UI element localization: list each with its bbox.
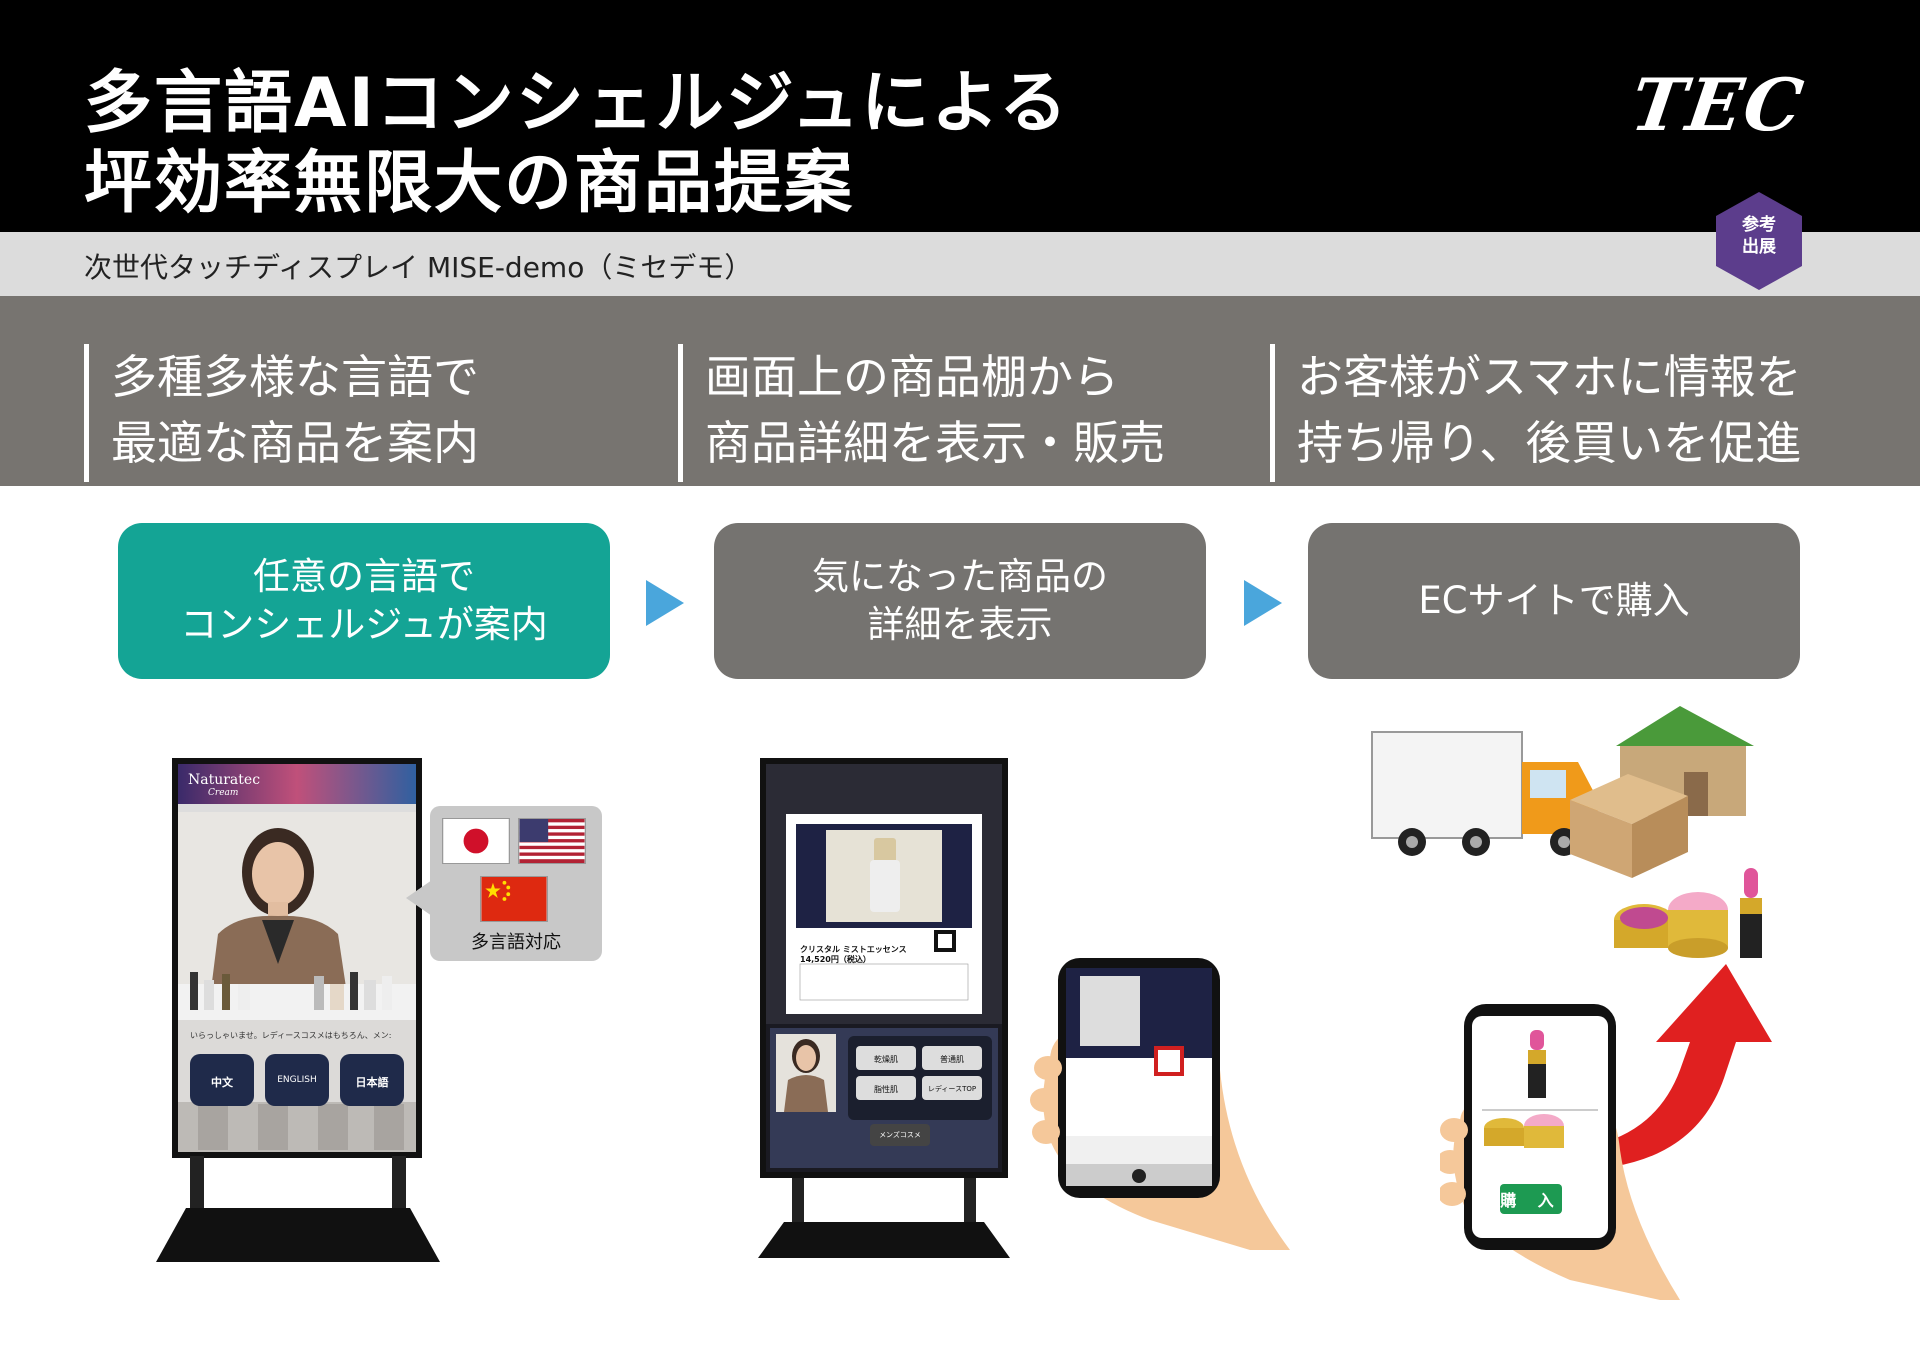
hand-holding-phone-illustration (1440, 1004, 1680, 1300)
lang-button-chinese[interactable]: 中文 (211, 1076, 233, 1089)
mens-cosmetics-button[interactable]: メンズコスメ (879, 1131, 921, 1139)
greeting-text: いらっしゃいませ。レディースコスメはもちろん、メン: (190, 1031, 392, 1040)
cosmetics-illustration (1614, 868, 1762, 958)
step-1-line-1: 任意の言語で (252, 555, 475, 598)
arrow-right-icon (646, 580, 684, 626)
title-line-2: 坪効率無限大の商品提案 (84, 144, 855, 223)
page-title: 多言語AIコンシェルジュによる 坪効率無限大の商品提案 (84, 64, 1069, 224)
feature-3: お客様がスマホに情報を 持ち帰り、後買いを促進 (1270, 344, 1802, 482)
step-2-line-2: 詳細を表示 (867, 603, 1053, 646)
red-curved-arrow-icon (1548, 964, 1772, 1170)
feature-3-line-1: お客様がスマホに情報を (1297, 350, 1802, 404)
category-oily-skin[interactable]: 脂性肌 (874, 1085, 898, 1094)
hexagon-icon (1716, 192, 1802, 290)
feature-2: 画面上の商品棚から 商品詳細を表示・販売 (678, 344, 1165, 482)
lang-button-english[interactable]: ENGLISH (277, 1075, 317, 1085)
usa-flag-icon (518, 818, 586, 864)
category-dry-skin[interactable]: 乾燥肌 (874, 1055, 898, 1064)
lang-button-japanese[interactable]: 日本語 (355, 1076, 389, 1089)
title-line-1: 多言語AIコンシェルジュによる (84, 64, 1070, 143)
step-3-line-1: ECサイトで購入 (1418, 579, 1690, 622)
product-name: クリスタル ミストエッセンス (800, 945, 907, 954)
china-flag-icon (480, 876, 548, 922)
badge-line-1: 参考 (1742, 215, 1776, 235)
feature-row: 多種多様な言語で 最適な商品を案内 画面上の商品棚から 商品詳細を表示・販売 お… (0, 296, 1920, 486)
subtitle: 次世代タッチディスプレイ MISE-demo（ミセデモ） (84, 251, 753, 284)
delivery-illustration (1371, 706, 1754, 878)
kiosk-stand (156, 1156, 440, 1262)
header-banner: 多言語AIコンシェルジュによる 坪効率無限大の商品提案 TEC (0, 0, 1920, 232)
hand-holding-phone-illustration (1030, 958, 1290, 1250)
product-detail-screen (766, 764, 1002, 1172)
brand-name: Naturatec (188, 772, 261, 788)
step-1-box: 任意の言語で コンシェルジュが案内 (118, 523, 610, 679)
bubble-tail (406, 880, 432, 916)
kiosk-screen: Naturatec Cream いらっしゃいませ。レディースコスメはもちろん、メ… (172, 758, 422, 1158)
subtitle-bar: 次世代タッチディスプレイ MISE-demo（ミセデモ） (0, 232, 1920, 296)
step-2-line-1: 気になった商品の (812, 555, 1108, 598)
category-ladies-top[interactable]: レディースTOP (927, 1085, 977, 1093)
product-price: 14,520円（税込） (800, 955, 871, 964)
multilingual-label: 多言語対応 (471, 932, 561, 953)
feature-1-line-2: 最適な商品を案内 (111, 416, 479, 470)
step-3-box: ECサイトで購入 (1308, 523, 1800, 679)
feature-1: 多種多様な言語で 最適な商品を案内 (84, 344, 479, 482)
buy-button[interactable]: 購 入 (1500, 1184, 1562, 1214)
concierge-screen-illustration (178, 764, 416, 1152)
kiosk-stand (758, 1178, 1010, 1258)
feature-2-line-1: 画面上の商品棚から (705, 350, 1119, 404)
feature-1-line-1: 多種多様な言語で (111, 350, 479, 404)
feature-3-line-2: 持ち帰り、後買いを促進 (1297, 416, 1802, 470)
step-1-line-2: コンシェルジュが案内 (180, 603, 548, 646)
tec-logo: TEC (1626, 62, 1810, 147)
kiosk-display-product-detail: クリスタル ミストエッセンス 14,520円（税込） 乾燥肌 普通肌 脂性肌 レ… (760, 758, 1008, 1178)
step-2-box: 気になった商品の 詳細を表示 (714, 523, 1206, 679)
category-normal-skin[interactable]: 普通肌 (940, 1055, 964, 1064)
brand-sub: Cream (208, 788, 239, 798)
badge-line-2: 出展 (1742, 237, 1776, 257)
kiosk-display-multilingual: Naturatec Cream いらっしゃいませ。レディースコスメはもちろん、メ… (156, 758, 440, 1268)
feature-2-line-2: 商品詳細を表示・販売 (705, 416, 1165, 470)
reference-exhibit-badge: 参考 出展 (1716, 192, 1802, 290)
japan-flag-icon (442, 818, 510, 864)
arrow-right-icon (1244, 580, 1282, 626)
